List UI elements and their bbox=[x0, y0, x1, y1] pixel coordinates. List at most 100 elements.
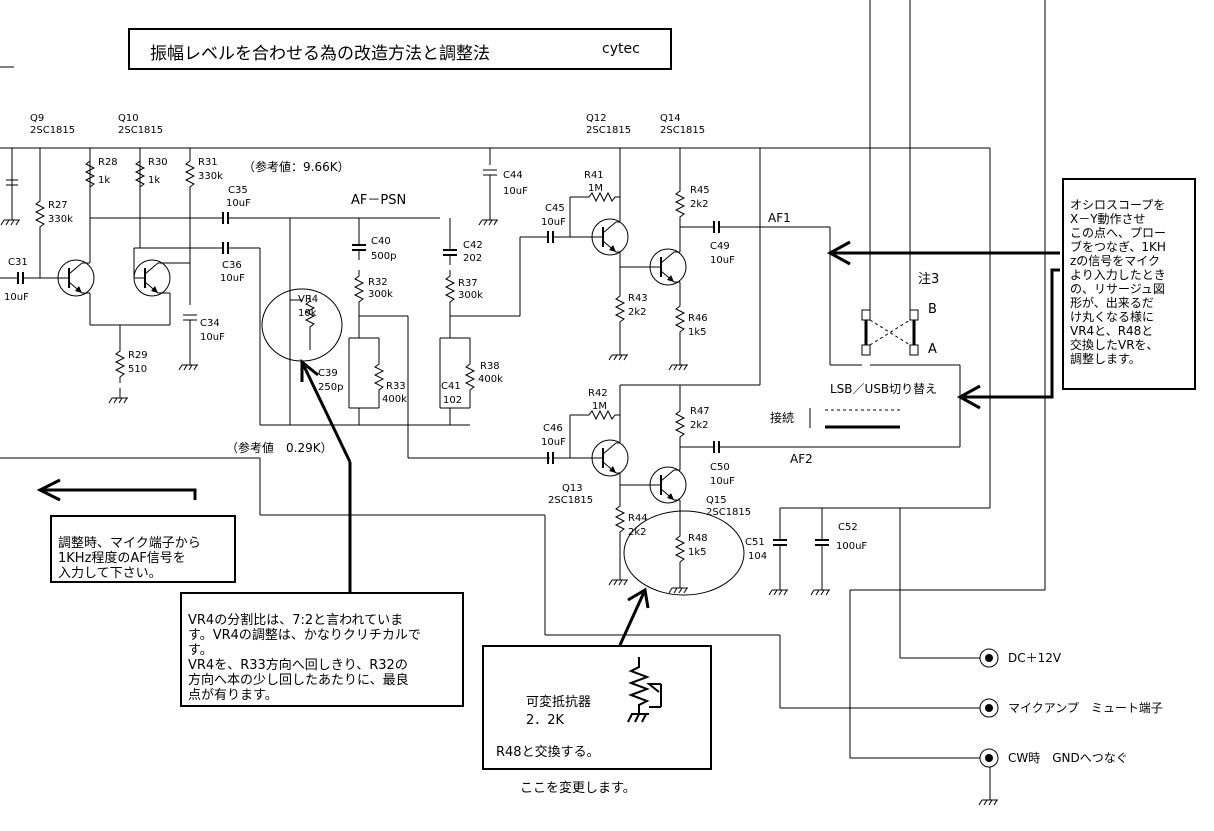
lsb-usb-switch-label: LSB／USB切り替え bbox=[830, 382, 937, 396]
adjust-input-note-text: 調整時、マイク端子から 1KHz程度のAF信号を 入力して下さい。 bbox=[58, 536, 201, 581]
ref-value-bottom: （参考値 0.29K） bbox=[226, 440, 333, 455]
connection-label: 接続 bbox=[770, 410, 794, 425]
supply-decoupling bbox=[768, 507, 900, 596]
c39-ref: C39 bbox=[318, 368, 338, 379]
output-wiring bbox=[849, 0, 1046, 806]
r42-value: 1M bbox=[592, 401, 607, 412]
q13-ref: Q13 bbox=[562, 483, 583, 494]
lsb-usb-switch bbox=[809, 309, 961, 429]
brand-label: cytec bbox=[602, 41, 640, 57]
r31-ref: R31 bbox=[198, 157, 218, 168]
title-box: 振幅レベルを合わせる為の改造方法と調整法 cytec bbox=[128, 28, 672, 70]
r41-value: 1M bbox=[588, 183, 603, 194]
c46-ref: C46 bbox=[543, 423, 563, 434]
c40-ref: C40 bbox=[371, 236, 391, 247]
r37-value: 300k bbox=[458, 290, 483, 301]
r45-ref: R45 bbox=[690, 185, 710, 196]
r46-ref: R46 bbox=[688, 313, 708, 324]
buffer-af1 bbox=[539, 148, 862, 371]
oscilloscope-note: オシロスコープを X－Y動作させ この点へ、プロー ブをつなぎ、1KH zの信号… bbox=[1062, 178, 1196, 390]
af2-label: AF2 bbox=[790, 452, 813, 466]
mic-mute-label: マイクアンプ ミュート端子 bbox=[1008, 701, 1163, 715]
c41-ref: C41 bbox=[441, 381, 461, 392]
q12-ref: Q12 bbox=[586, 113, 607, 124]
c31-value: 10uF bbox=[4, 292, 29, 303]
af-psn-network bbox=[261, 148, 550, 459]
af-psn-label: AF－PSN bbox=[351, 193, 406, 208]
r45-value: 2k2 bbox=[690, 199, 709, 210]
page-title: 振幅レベルを合わせる為の改造方法と調整法 bbox=[150, 44, 490, 64]
c51-ref: C51 bbox=[745, 537, 765, 548]
switch-point-b: B bbox=[928, 302, 937, 317]
r47-ref: R47 bbox=[690, 406, 710, 417]
r41-ref: R41 bbox=[584, 170, 604, 181]
r37-ref: R37 bbox=[458, 278, 478, 289]
c36-value: 10uF bbox=[220, 273, 245, 284]
c50-value: 10uF bbox=[710, 476, 735, 487]
c40-value: 500p bbox=[371, 251, 396, 262]
q9-part: 2SC1815 bbox=[30, 125, 75, 136]
r27-value: 330k bbox=[48, 214, 73, 225]
oscilloscope-note-text: オシロスコープを X－Y動作させ この点へ、プロー ブをつなぎ、1KH zの信号… bbox=[1070, 198, 1167, 366]
c34-value: 10uF bbox=[200, 332, 225, 343]
q13-part: 2SC1815 bbox=[548, 495, 593, 506]
r29-ref: R29 bbox=[128, 350, 148, 361]
r32-value: 300k bbox=[368, 289, 393, 300]
q10-ref: Q10 bbox=[118, 113, 139, 124]
af1-label: AF1 bbox=[768, 211, 791, 225]
diagram-labels: （参考値：9.66K） （参考値 0.29K） AF－PSN AF1 AF2 注… bbox=[226, 159, 1163, 796]
r32-ref: R32 bbox=[368, 277, 388, 288]
adjust-input-note: 調整時、マイク端子から 1KHz程度のAF信号を 入力して下さい。 bbox=[50, 515, 236, 583]
q15-ref: Q15 bbox=[706, 495, 727, 506]
r28-value: 1k bbox=[98, 175, 110, 186]
r48-value: 1k5 bbox=[688, 547, 707, 558]
r43-value: 2k2 bbox=[628, 307, 647, 318]
c44-value: 10uF bbox=[503, 186, 528, 197]
r48-ref: R48 bbox=[688, 533, 708, 544]
variable-resistor-title: 可変抵抗器 bbox=[526, 695, 592, 710]
c42-value: 202 bbox=[463, 253, 482, 264]
ref-value-top: （参考値：9.66K） bbox=[243, 159, 350, 174]
q14-ref: Q14 bbox=[660, 113, 681, 124]
component-labels: Q9 2SC1815 Q10 2SC1815 Q12 2SC1815 Q14 2… bbox=[4, 113, 867, 562]
switch-point-a: A bbox=[928, 342, 937, 357]
q10-part: 2SC1815 bbox=[118, 125, 163, 136]
c51-value: 104 bbox=[748, 551, 767, 562]
c42-ref: C42 bbox=[463, 240, 483, 251]
q15-part: 2SC1815 bbox=[706, 507, 751, 518]
r38-ref: R38 bbox=[480, 361, 500, 372]
c50-ref: C50 bbox=[710, 462, 730, 473]
c45-ref: C45 bbox=[545, 203, 565, 214]
r29-value: 510 bbox=[128, 364, 147, 375]
annotation-arrows bbox=[36, 240, 1060, 646]
c52-value: 100uF bbox=[836, 541, 867, 552]
vr4-value: 10k bbox=[298, 308, 317, 319]
r33-ref: R33 bbox=[386, 381, 406, 392]
r44-value: 2k2 bbox=[628, 527, 647, 538]
variable-resistor-note: 可変抵抗器 2．2K R48と交換する。 bbox=[482, 645, 712, 770]
vr4-ref: VR4 bbox=[298, 294, 318, 305]
variable-resistor-symbol bbox=[627, 657, 662, 723]
power-rail bbox=[0, 66, 990, 226]
vr4-ratio-note: VR4の分割比は、7:2と言われていま す。VR4の調整は、かなりクリチカルで … bbox=[180, 592, 464, 707]
vr4-ratio-note-text: VR4の分割比は、7:2と言われていま す。VR4の調整は、かなりクリチカルで … bbox=[188, 613, 421, 703]
cw-gnd-label: CW時 GNDへつなぐ bbox=[1008, 751, 1128, 765]
q9-ref: Q9 bbox=[30, 113, 44, 124]
variable-resistor-value: 2．2K bbox=[526, 713, 565, 728]
r44-ref: R44 bbox=[628, 513, 648, 524]
r43-ref: R43 bbox=[628, 293, 648, 304]
r38-value: 400k bbox=[478, 374, 503, 385]
c45-value: 10uF bbox=[541, 217, 566, 228]
c35-ref: C35 bbox=[228, 185, 248, 196]
mic-input-wiring bbox=[0, 457, 980, 709]
r31-value: 330k bbox=[198, 171, 223, 182]
c49-ref: C49 bbox=[710, 241, 730, 252]
c52-ref: C52 bbox=[838, 522, 858, 533]
dc12v-label: DC＋12V bbox=[1008, 651, 1062, 665]
c36-ref: C36 bbox=[222, 260, 242, 271]
note3-label: 注3 bbox=[918, 272, 939, 287]
mic-amp-stage bbox=[0, 148, 470, 426]
r46-value: 1k5 bbox=[688, 327, 707, 338]
r28-ref: R28 bbox=[98, 157, 118, 168]
r30-ref: R30 bbox=[148, 157, 168, 168]
